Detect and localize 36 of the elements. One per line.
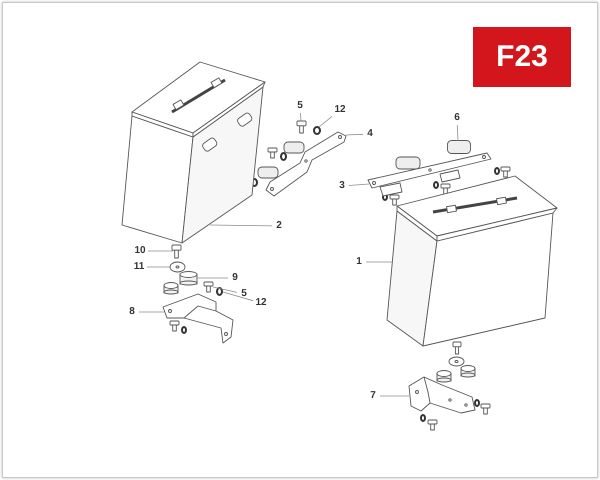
leader-line [148,250,174,252]
leader-line [300,112,302,122]
callout-number: 8 [125,305,139,319]
mounting-bracket [366,151,492,198]
callout-number: 10 [132,244,148,258]
callout-number: 12 [253,296,269,310]
leader-line [210,224,272,226]
callout-number: 5 [237,287,251,301]
leader-line [348,184,370,186]
screw [172,245,181,258]
washer [216,287,223,296]
callout-number: 3 [335,179,349,193]
mounting-bracket [407,375,476,415]
callout-number: 6 [450,111,464,125]
callout-number: 5 [293,99,307,113]
mounting-bracket [264,130,348,198]
callout-number: 4 [363,127,377,141]
callout-number: 11 [131,260,147,274]
leader-line [456,124,458,142]
leader-line [222,292,254,302]
rubber-spacer [180,271,197,285]
leader-line [346,134,364,136]
callout-number: 9 [228,271,242,285]
leader-line [146,266,172,268]
callout-number: 1 [352,255,366,269]
rubber-pad [447,140,471,154]
page-code-badge: F23 [473,27,571,87]
bolt [297,121,306,133]
leader-line [318,116,332,128]
callout-number: 7 [366,389,380,403]
washer [313,126,321,135]
callout-number: 2 [272,219,286,233]
callout-number: 12 [332,103,348,117]
mounting-bracket [161,293,234,344]
bolt [204,282,213,292]
leader-line [212,286,238,293]
